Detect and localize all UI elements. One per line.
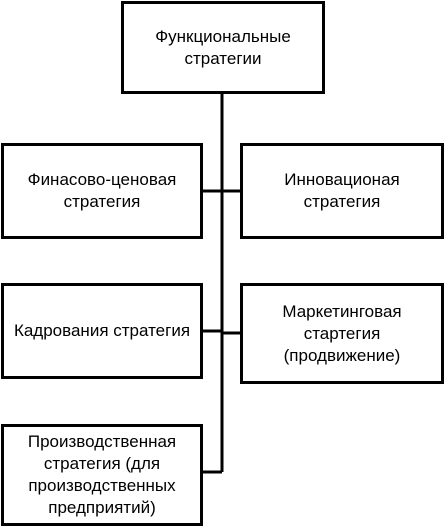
node-label: Кадрования стратегия — [13, 321, 191, 340]
node-label: Функциональные стратегии — [155, 26, 291, 68]
node-innovation-strategy: Инновационая стратегия — [240, 143, 444, 239]
node-functional-strategies: Функциональные стратегии — [121, 1, 325, 94]
node-label: Производственная стратегия (для производ… — [27, 432, 177, 517]
node-label: Инновационая стратегия — [284, 170, 400, 211]
node-label: Маркетинговая стартегия (продвижение) — [282, 301, 402, 365]
node-label: Финасово-ценовая стратегия — [27, 170, 177, 211]
node-personnel-strategy: Кадрования стратегия — [1, 283, 203, 379]
node-production-strategy: Производственная стратегия (для производ… — [1, 424, 203, 526]
node-financial-pricing-strategy: Финасово-ценовая стратегия — [1, 143, 203, 239]
node-marketing-strategy: Маркетинговая стартегия (продвижение) — [240, 283, 444, 384]
